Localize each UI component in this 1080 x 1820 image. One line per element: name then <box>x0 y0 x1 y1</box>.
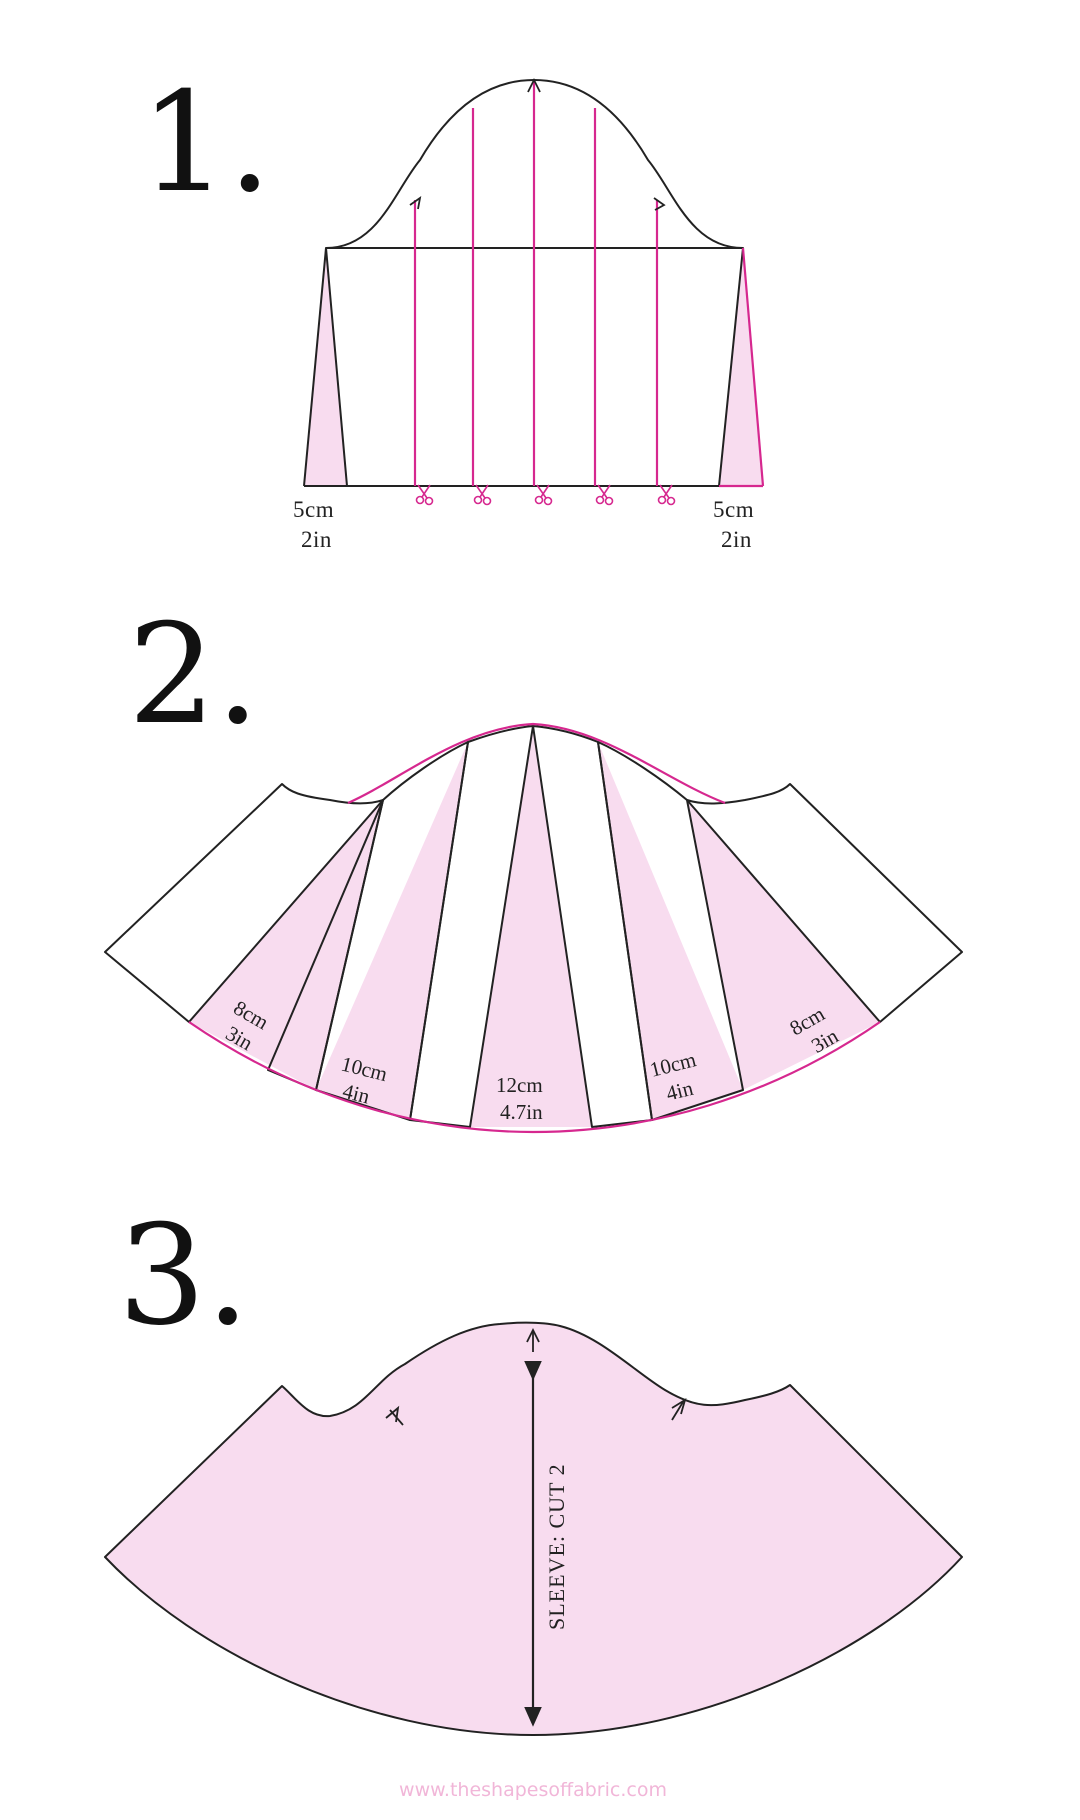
scissors-icon <box>415 484 434 506</box>
left-measure-metric: 5cm <box>293 497 334 522</box>
left-measure-imperial: 2in <box>301 527 332 552</box>
step-2-number: 2. <box>128 594 260 755</box>
scissors-icon <box>534 484 553 506</box>
right-measure-imperial: 2in <box>721 527 752 552</box>
spread-wedge-4 <box>598 742 743 1120</box>
spread-panel-right-outer <box>686 783 963 1023</box>
step-1-number: 1. <box>140 62 272 223</box>
step-3: 3. SLEEVE: CUT 2 <box>104 1195 963 1736</box>
left-flare-wedge <box>304 248 347 486</box>
notch-arrow-icon <box>409 196 422 210</box>
notch-arrow-icon <box>671 1398 687 1415</box>
step-3-number: 3. <box>118 1195 250 1356</box>
right-flare-wedge <box>719 248 763 486</box>
spread-wedge-1 <box>189 800 383 1090</box>
spread-wedge-3 <box>470 726 592 1127</box>
sleeve-outline-original <box>325 79 744 487</box>
spread-wedge-2 <box>316 742 468 1120</box>
step-2: 2. 8cm 3in 10cm 4in 12cm 4.7in <box>104 594 963 1134</box>
scissors-icon <box>657 484 676 506</box>
footer-url: www.theshapesoffabric.com <box>399 1779 667 1801</box>
spread-panel-center-left <box>409 725 534 1128</box>
grainline-label: SLEEVE: CUT 2 <box>544 1463 569 1630</box>
notch-arrow-stem <box>389 1409 404 1426</box>
redrawn-sleeve-cap <box>347 722 726 805</box>
spread-panel-right-3 <box>597 741 744 1121</box>
spread-wedge-5 <box>687 800 880 1090</box>
notch-arrow-icon <box>526 1327 540 1343</box>
wedge-3-imperial: 4.7in <box>500 1100 543 1124</box>
scissors-icon <box>473 484 492 506</box>
left-seam-original <box>303 247 327 487</box>
right-seam-flare <box>741 247 765 487</box>
notch-arrow-icon <box>527 77 541 93</box>
right-measure-metric: 5cm <box>713 497 754 522</box>
wedge-3-metric: 12cm <box>496 1073 543 1097</box>
notch-arrow-stem <box>671 1401 684 1421</box>
scissors-icon <box>595 484 614 506</box>
redrawn-hem-curve <box>188 1021 881 1134</box>
notch-arrow-icon <box>653 197 666 211</box>
step-1: 1. 5cm 2in 5cm 2in <box>140 62 765 552</box>
